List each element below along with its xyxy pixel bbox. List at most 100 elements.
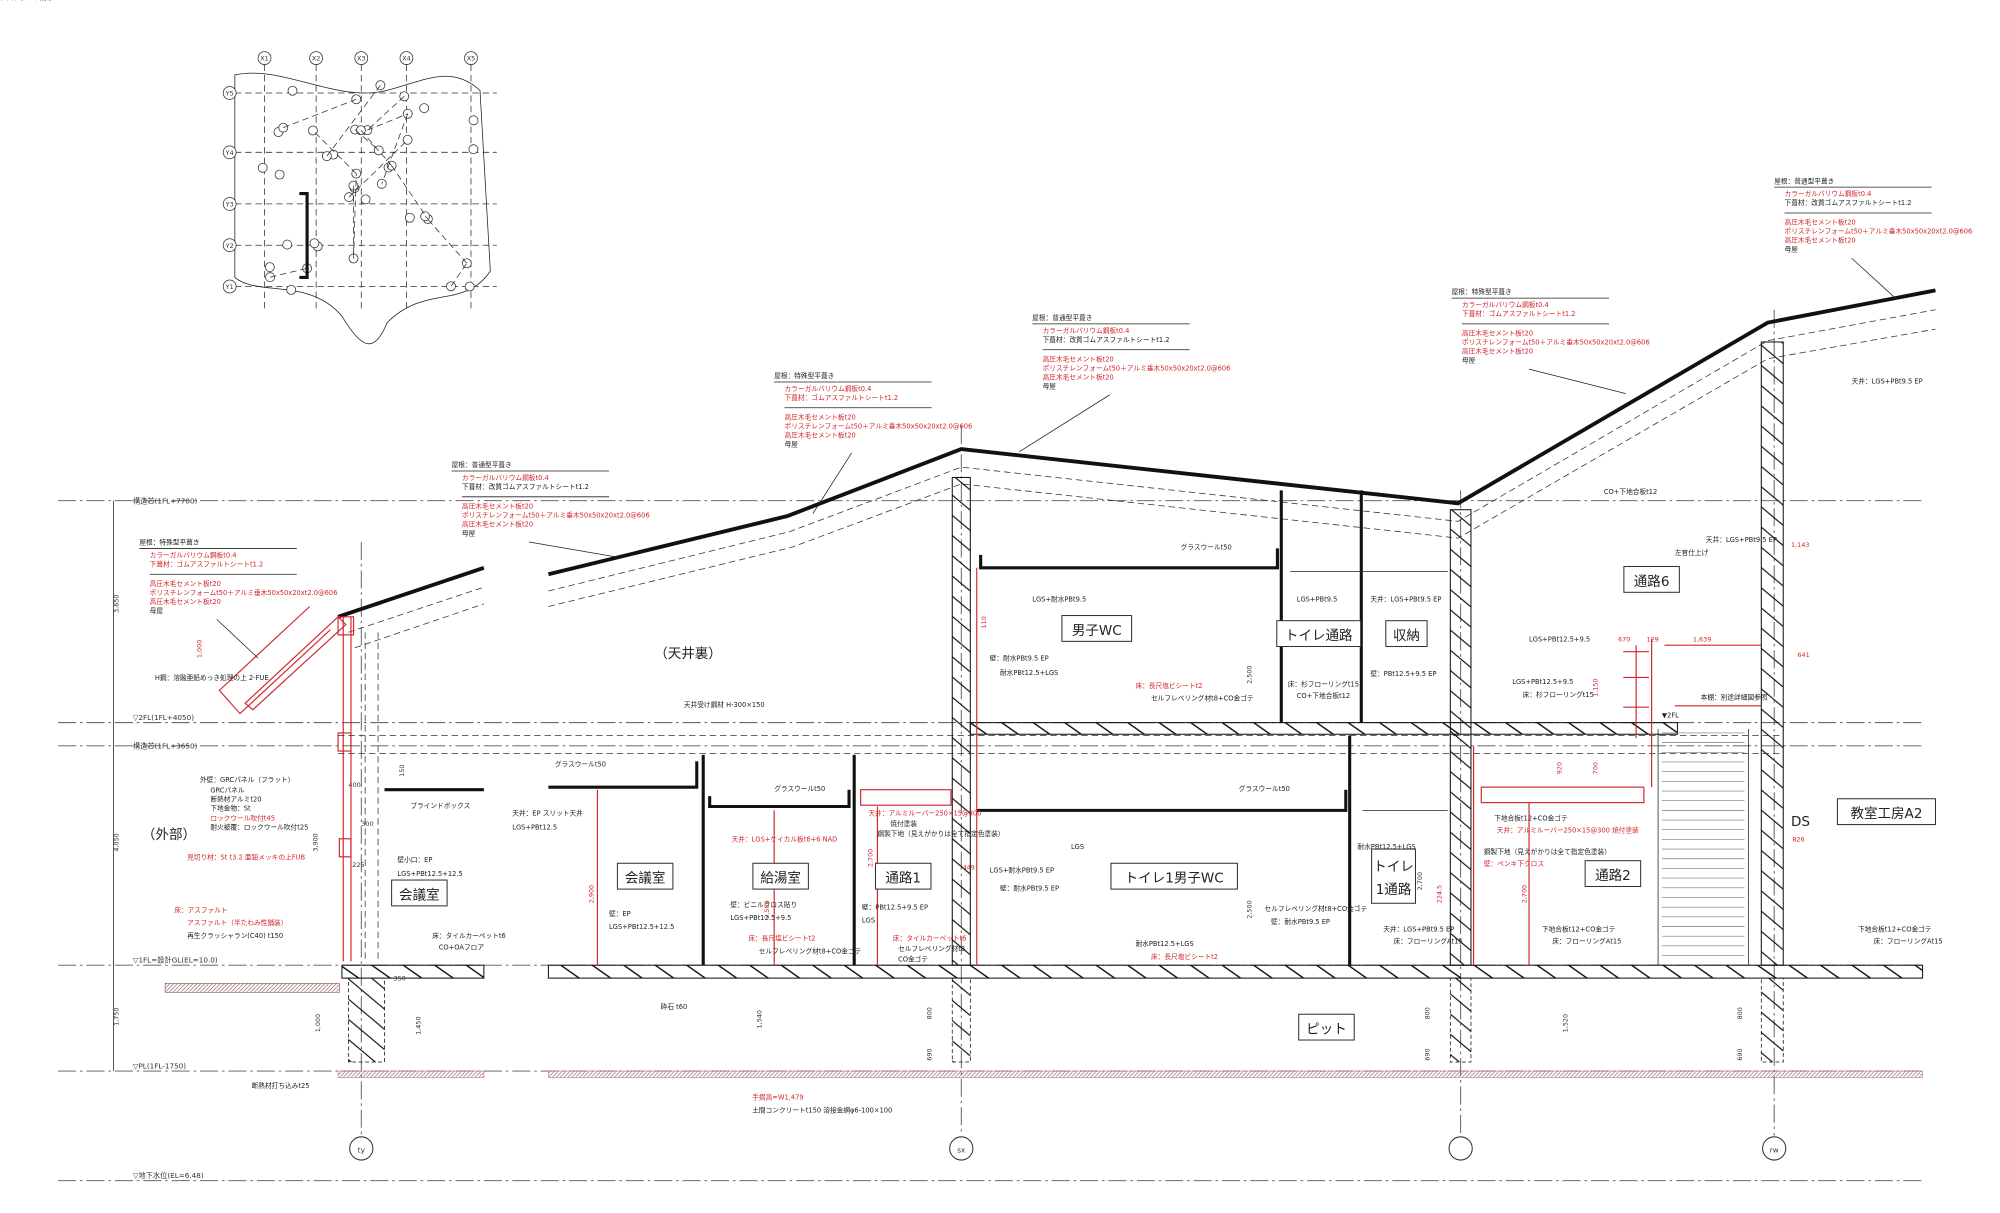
annotation-text: LGS	[862, 917, 875, 925]
annotation-text: 天井：LGS+ケイカル板t6+6 NAD	[732, 834, 838, 843]
roof-spec-line: ポリスチレンフォームt50＋アルミ垂木50x50x20xt2.0@606	[1462, 338, 1650, 347]
room-label-box	[1371, 848, 1416, 904]
annotation-text: 断熱材アルミt20	[210, 794, 261, 803]
annotation-text: 天井：LGS+PBt9.5 EP	[1370, 594, 1441, 603]
roof-spec-block: 屋根：普通型平葺きカラーガルバリウム鋼板t0.4下葺材：改質ゴムアスファルトシー…	[451, 460, 650, 558]
key-plan-column	[468, 115, 479, 126]
annotation-text: 床：杉フローリングt15	[1523, 690, 1594, 699]
annotation-text: 天井：LGS+PBt9.5 EP	[1852, 376, 1923, 385]
roof-spec-line: ポリスチレンフォームt50＋アルミ垂木50x50x20xt2.0@606	[1785, 227, 1973, 236]
annotation-text: 壁：PBt12.5+9.5 EP	[862, 903, 928, 912]
key-plan-axis-label: X5	[467, 55, 476, 63]
dimension-label: 3,900	[311, 833, 319, 851]
roof-spec-header: 屋根：普通型平葺き	[1032, 313, 1092, 322]
room-label: 通路6	[1623, 565, 1680, 593]
key-plan-axis-label: X3	[357, 55, 366, 63]
dimension-label: 700	[1591, 762, 1599, 774]
key-plan-axis-bubble	[309, 51, 323, 65]
annotation-text: 床：長尺塩ビシートt2	[748, 934, 815, 943]
roof-spec-block: 屋根：特殊型平葺きカラーガルバリウム鋼板t0.4下葺材：ゴムアスファルトシートt…	[139, 538, 337, 659]
annotation-text: ブラインドボックス	[410, 801, 470, 810]
spec-leader	[1019, 394, 1110, 452]
eave-canopy	[218, 606, 347, 715]
annotation-text: 床：タイルカーペットt6	[893, 934, 967, 943]
key-plan-column	[264, 262, 275, 273]
roof-spec-block: 屋根：普通型平葺きカラーガルバリウム鋼板t0.4下葺材：改質ゴムアスファルトシー…	[1019, 313, 1230, 452]
roof-spec-line: 高圧木毛セメント板t20	[1785, 218, 1856, 227]
roof-spec-line: 高圧木毛セメント板t20	[1043, 372, 1114, 381]
annotation-text: 下地合板t12+CO金ゴテ	[1858, 925, 1932, 934]
floor-slabs	[164, 722, 1924, 1078]
dimension-label: 1,000	[195, 640, 203, 658]
dimension-label: 110	[980, 616, 988, 628]
roof-spec-line: ポリスチレンフォームt50＋アルミ垂木50x50x20xt2.0@606	[785, 421, 973, 430]
roof-spec-line: カラーガルバリウム鋼板t0.4	[150, 550, 237, 559]
key-plan-column	[282, 239, 293, 250]
level-label-pl: ▽PL(1FL-1750)	[133, 1061, 186, 1070]
roof-spec-line: カラーガルバリウム鋼板t0.4	[1462, 300, 1549, 309]
room-label-text: ピット	[1306, 1022, 1347, 1038]
key-plan-axis-label: X4	[402, 55, 411, 63]
dimension-label: 826	[1792, 835, 1804, 843]
key-plan-brace	[283, 98, 357, 129]
key-plan-axis-bubble	[222, 197, 237, 211]
level-label-2fl: ▽2FL(1FL+4050)	[133, 713, 194, 722]
annotation-text: アスファルト（半たわみ性舗装）	[187, 918, 287, 927]
key-plan-column	[309, 238, 320, 249]
annotation-text: 下地合板t12+CO金ゴテ	[1494, 814, 1568, 823]
svg-text:sx: sx	[957, 1145, 966, 1154]
partitions	[384, 490, 1762, 966]
key-plan-column	[464, 281, 475, 292]
annotation-text: 左官仕上げ	[1675, 548, 1709, 557]
exterior-paving	[164, 982, 340, 993]
key-plan-column	[468, 144, 479, 155]
dimension-label: 1,150	[1591, 678, 1599, 696]
key-plan-brace	[360, 129, 392, 166]
annotation-text: 壁：EP	[609, 909, 631, 918]
annotation-text: 床：杉フローリングt15	[1288, 680, 1359, 689]
annotation-text: 天井：EP スリット天井	[512, 809, 583, 818]
annotation-text: 床：フローリングAt15	[1552, 936, 1621, 945]
annotation-text: アスファルト防水	[0, 0, 54, 2]
key-plan-column	[286, 284, 297, 295]
stair-2fl-label: ▼2FL	[1662, 711, 1679, 719]
dimension-label: 1,540	[755, 1010, 763, 1028]
annotation-text: LGS+PBt12.5+9.5	[1529, 635, 1590, 643]
annotation-text: 壁：ペンキ下クロス	[1484, 859, 1544, 868]
annotation-text: 鋼製下地（見えがかりは全て指定色塗装）	[1484, 847, 1611, 856]
roof-spec-line: カラーガルバリウム鋼板t0.4	[1043, 326, 1130, 335]
dimension-label: 2,700	[866, 849, 874, 867]
room-label-box	[1276, 620, 1362, 648]
annotation-text: 壁：耐水PBt9.5 EP	[990, 654, 1049, 663]
key-plan-brace	[354, 129, 379, 151]
annotation-text: LGS+耐水PBt9.5 EP	[990, 865, 1054, 874]
annotation-text: 土間コンクリートt150 溶接金網φ6-100×100	[752, 1105, 892, 1114]
level-label-core2: 構造芯(1FL+3650)	[133, 741, 198, 750]
key-plan-axis-bubble	[222, 86, 237, 100]
roof-spec-line: 下葺材：ゴムアスファルトシートt1.2	[150, 560, 264, 569]
key-plan-axis-label: X2	[312, 55, 321, 63]
finish-annotations: 天井受け鋼材 H-300×150グラスウールt50グラスウールt50グラスウール…	[0, 0, 1943, 1114]
1f-slab-left	[341, 964, 485, 979]
key-plan-column	[402, 134, 413, 145]
annotation-text: 耐水PBt12.5+LGS	[1135, 939, 1193, 948]
room-label-text: 会議室	[399, 886, 440, 903]
annotation-text: 壁小口：EP	[397, 855, 432, 864]
annotation-text: GRCパネル	[210, 786, 245, 794]
roof-spec-line: 下葺材：ゴムアスファルトシートt1.2	[785, 393, 899, 402]
2f-slab	[969, 722, 1678, 735]
annotation-text: CO+下地合板t12	[1604, 487, 1657, 496]
level-label-roof-core: 構造芯(1FL+7700)	[133, 496, 198, 505]
roof-spec-line: 下葺材：ゴムアスファルトシートt1.2	[1462, 309, 1576, 318]
room-label-box	[1623, 565, 1680, 593]
room-label-box	[874, 862, 932, 890]
key-plan-column	[257, 162, 268, 173]
key-plan-brace	[424, 216, 468, 264]
key-plan-brace	[391, 165, 429, 220]
dim-4050: 4,050	[113, 833, 121, 851]
annotation-text: LGS+PBt9.5	[1297, 595, 1338, 603]
annotation-text: LGS+PBt12.5	[512, 824, 557, 832]
annotation-text: CO+OAフロア	[439, 944, 485, 952]
axis-bubble-ty: ty	[349, 1136, 374, 1161]
key-plan-axis-label: Y4	[225, 149, 234, 157]
